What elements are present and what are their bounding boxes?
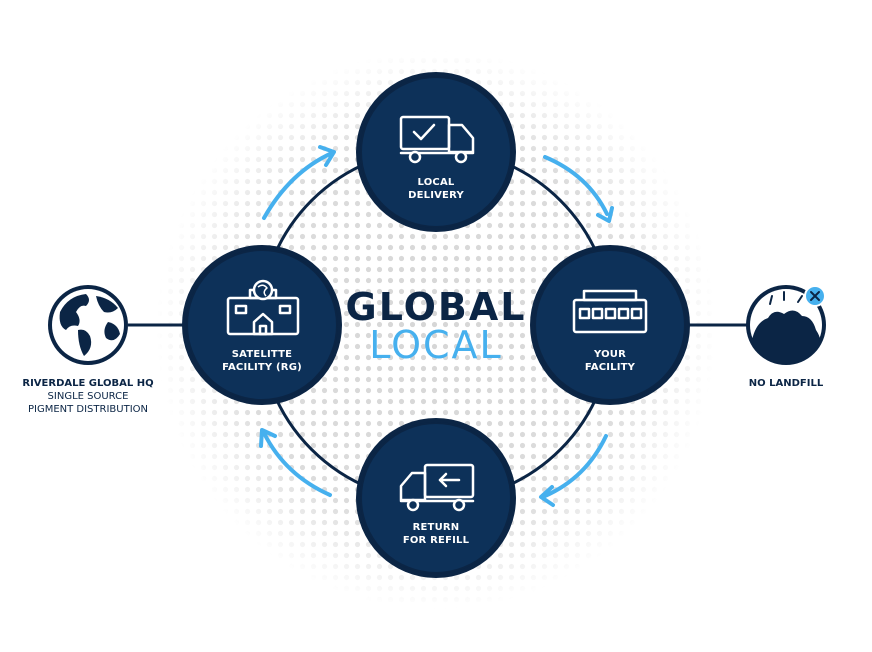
delivery-truck-check-icon	[399, 115, 475, 164]
landfill-no-icon	[746, 285, 826, 365]
label-satellite: SATELITTE FACILITY (RG)	[222, 349, 302, 373]
flow-arrows	[259, 145, 614, 507]
label-return-refill: RETURN FOR REFILL	[402, 522, 470, 546]
arrow-facility-to-return	[543, 434, 608, 498]
arrow-delivery-to-facility	[543, 155, 609, 216]
title-global: GLOBAL	[345, 285, 527, 329]
return-truck-arrow-icon	[399, 463, 475, 512]
satellite-facility-globe-icon	[226, 279, 300, 336]
title-local: LOCAL	[369, 323, 503, 367]
arrow-satellite-to-delivery	[262, 151, 334, 220]
node-your-facility	[530, 245, 690, 405]
arrow-return-to-satellite	[262, 431, 332, 497]
globe-icon	[48, 285, 128, 365]
label-your-facility: YOUR FACILITY	[584, 349, 636, 373]
label-landfill: NO LANDFILL	[748, 378, 824, 389]
label-local-delivery: LOCAL DELIVERY	[408, 177, 464, 201]
label-hq: RIVERDALE GLOBAL HQ SINGLE SOURCE PIGMEN…	[22, 378, 154, 415]
facility-building-icon	[572, 289, 648, 334]
